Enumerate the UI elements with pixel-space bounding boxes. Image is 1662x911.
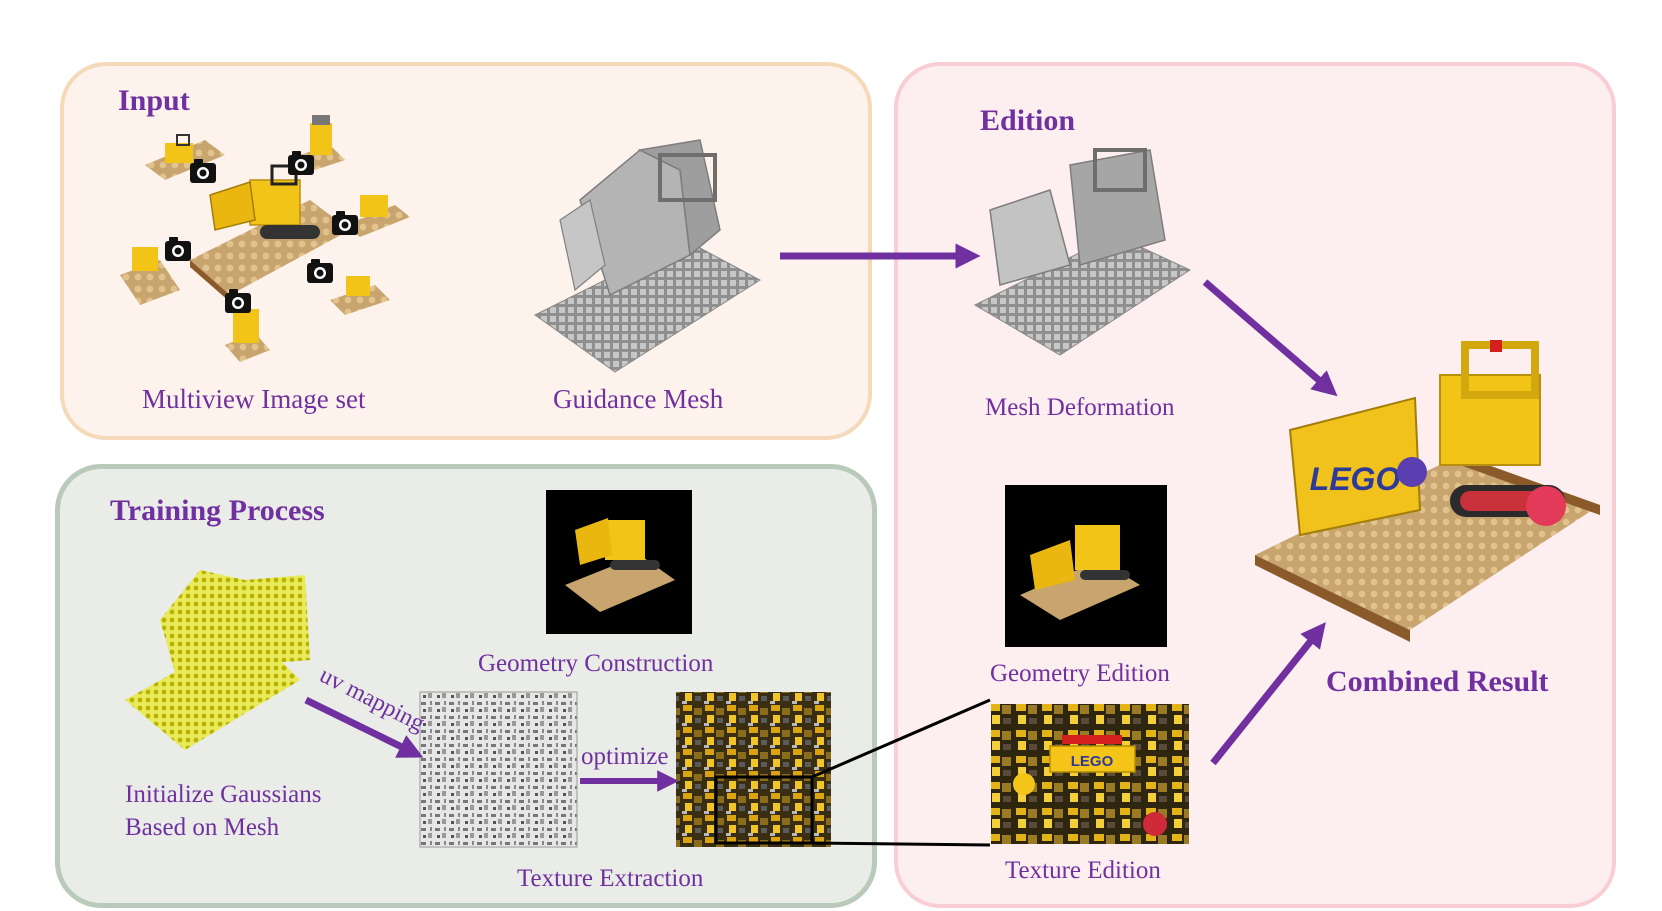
multiview-image-set xyxy=(120,115,410,362)
texture-extraction-label: Texture Extraction xyxy=(517,865,704,892)
uv-texture-map xyxy=(419,691,578,848)
combined-result-logo: LEGO xyxy=(1310,461,1401,497)
zoom-line-bottom xyxy=(811,841,991,847)
initialize-gaussians-render xyxy=(125,570,310,750)
arrow-texture-to-result xyxy=(1210,622,1326,766)
training-panel-title: Training Process xyxy=(110,494,325,527)
input-panel xyxy=(60,62,872,440)
texture-edition-logo: LEGO xyxy=(1071,753,1114,770)
input-panel-title: Input xyxy=(118,84,190,117)
arrow-deformation-to-result xyxy=(1202,279,1338,397)
guidance-mesh xyxy=(534,139,761,373)
geometry-edition-label: Geometry Edition xyxy=(990,660,1170,687)
initialize-gaussians-label: Initialize Gaussians Based on Mesh xyxy=(125,781,322,841)
geometry-edition-thumbnail xyxy=(1005,485,1167,647)
multiview-label: Multiview Image set xyxy=(142,384,366,414)
geometry-construction-label: Geometry Construction xyxy=(478,650,714,677)
zoom-line-top xyxy=(811,698,991,779)
zoom-region-box xyxy=(714,775,814,845)
mesh-deformation xyxy=(973,148,1192,356)
arrow-uv-mapping xyxy=(304,696,424,758)
geometry-construction-thumbnail xyxy=(546,490,692,634)
optimize-label: optimize xyxy=(581,743,669,770)
mesh-deformation-label: Mesh Deformation xyxy=(985,394,1175,421)
texture-edition-label: Texture Edition xyxy=(1005,857,1161,884)
guidance-mesh-label: Guidance Mesh xyxy=(553,384,724,414)
edition-panel-title: Edition xyxy=(980,104,1076,137)
combined-result-render: LEGO xyxy=(1255,340,1600,642)
uv-mapping-label: uv mapping xyxy=(315,662,428,737)
optimized-texture-map xyxy=(676,692,831,847)
combined-result-title: Combined Result xyxy=(1326,665,1549,698)
texture-edition-map: LEGO xyxy=(991,704,1189,844)
